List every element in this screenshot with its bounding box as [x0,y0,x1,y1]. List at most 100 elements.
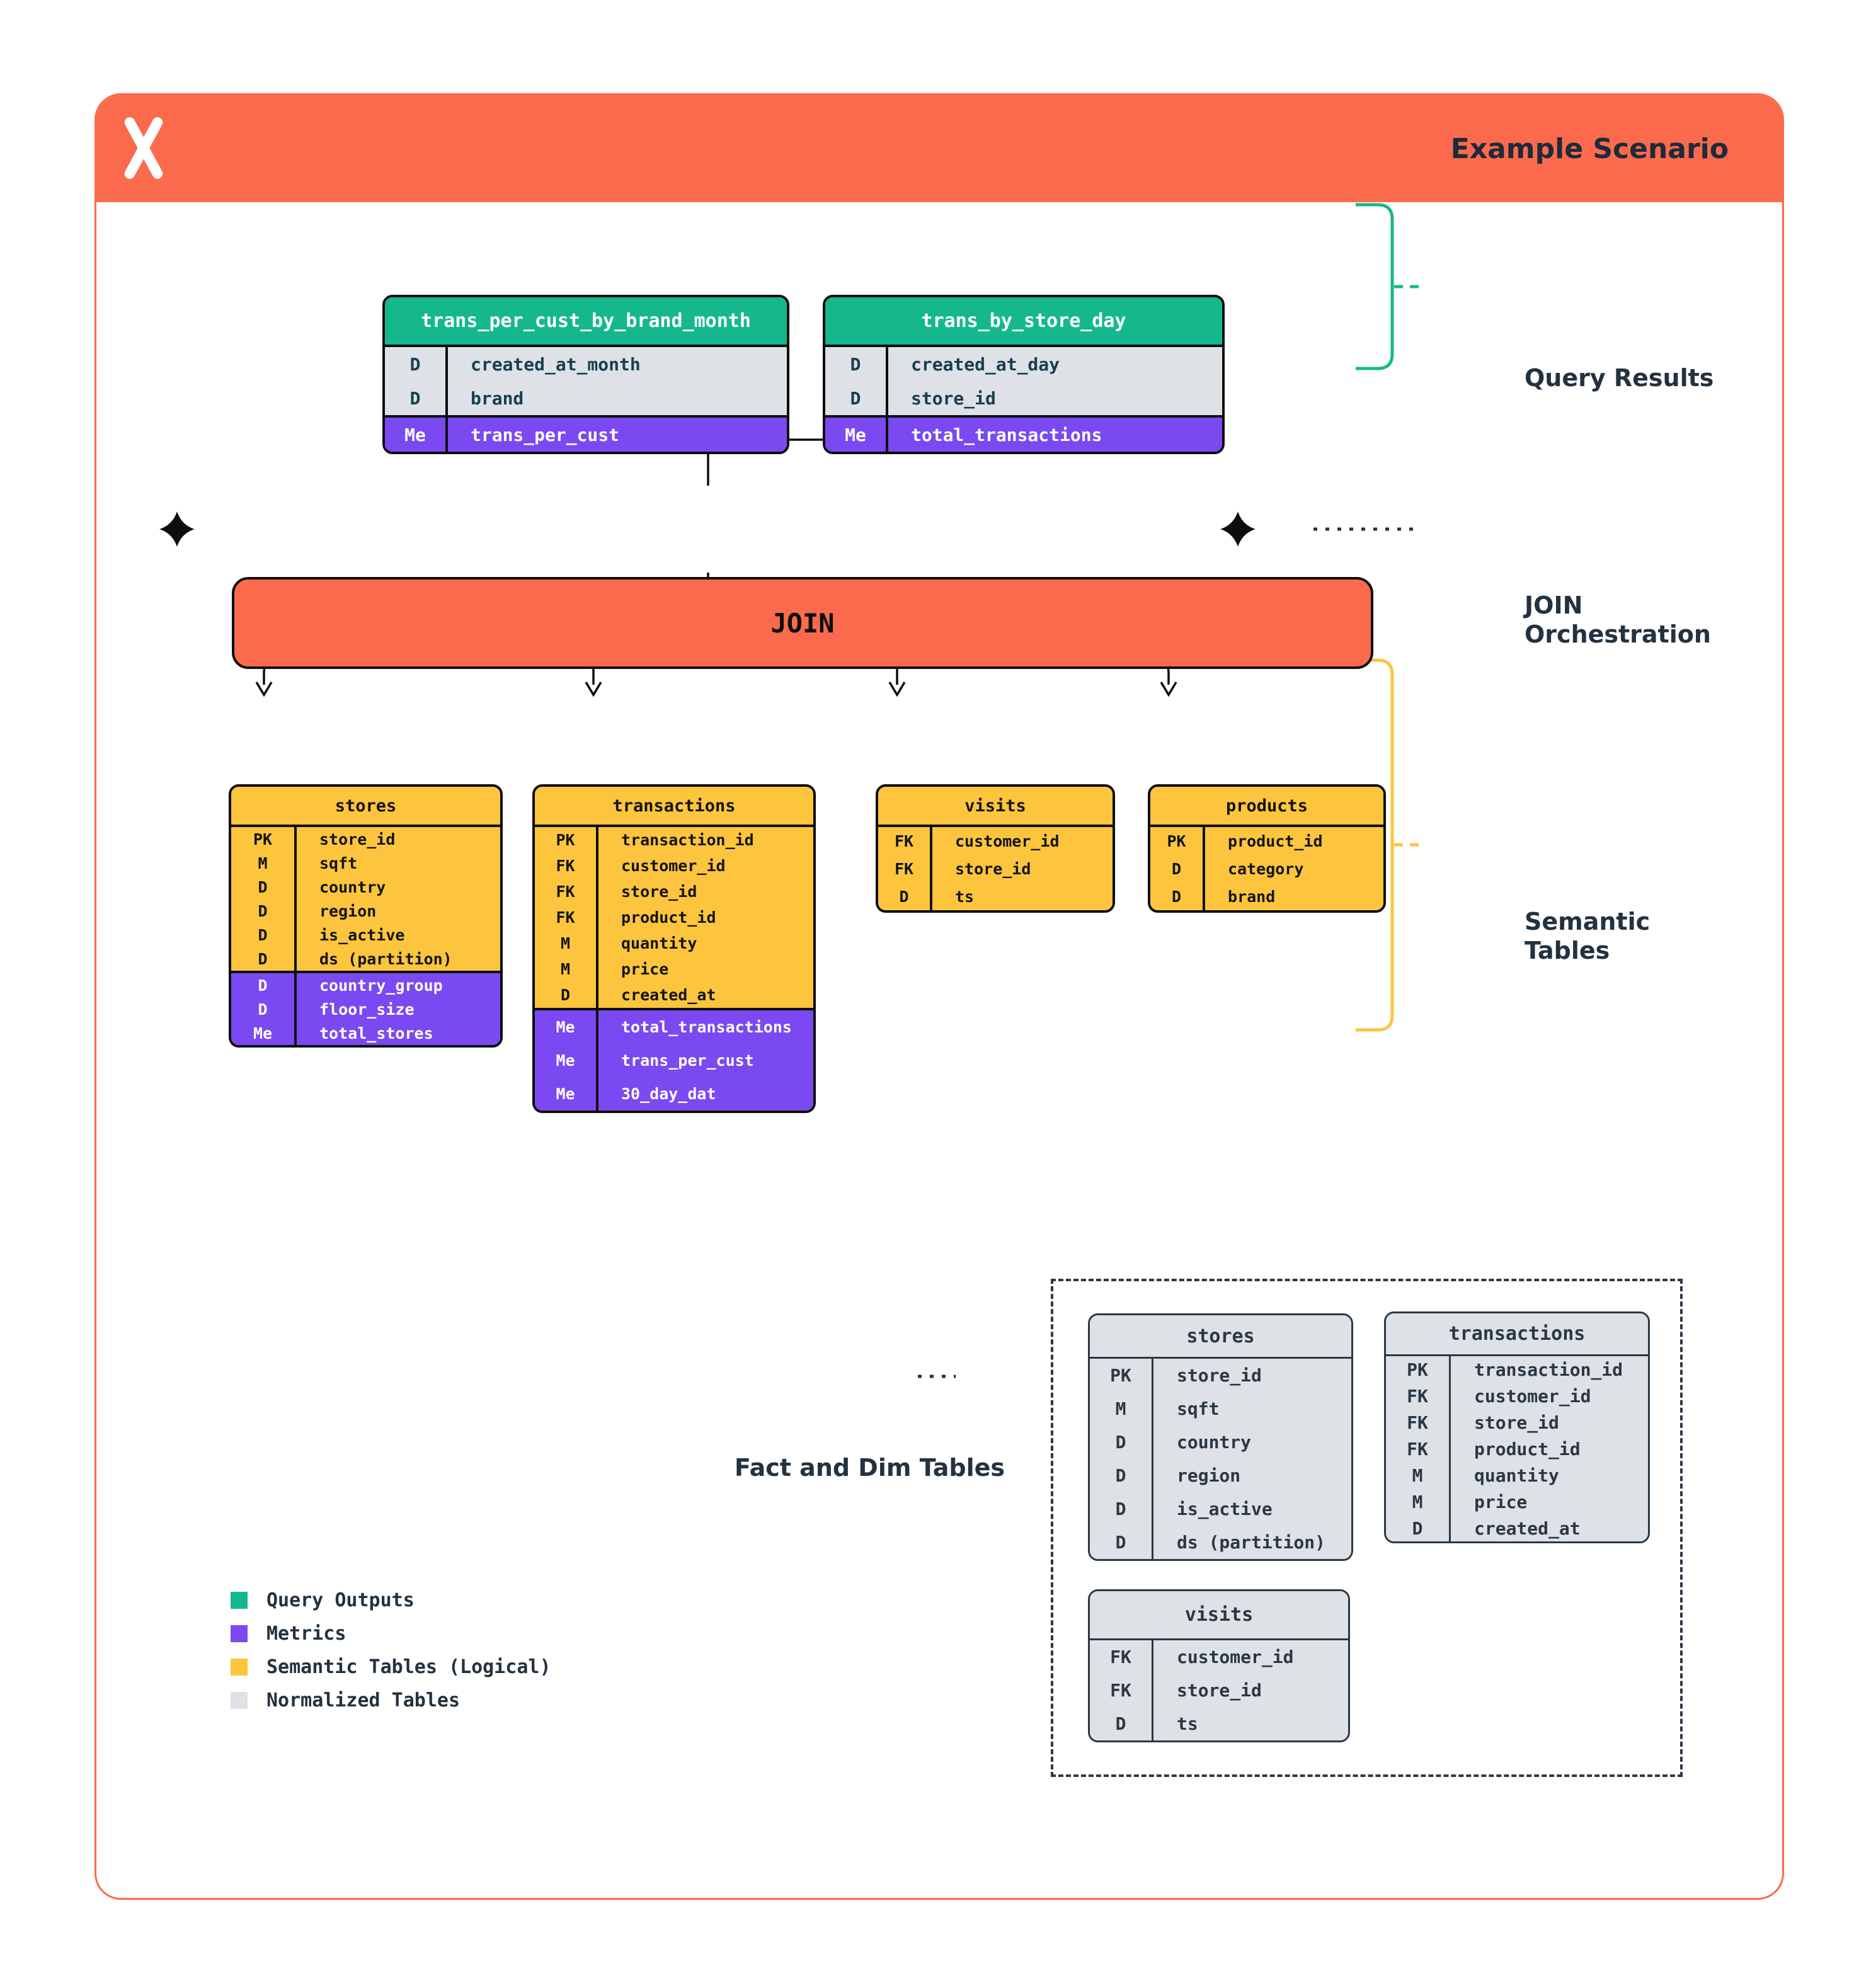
legend-label: Semantic Tables (Logical) [266,1655,551,1678]
legend-item-normalized-tables: Normalized Tables [231,1689,551,1711]
row-name: created_at [1474,1517,1581,1539]
row-name: region [1177,1465,1241,1486]
row-name: store_id [319,830,396,848]
metrics-swatch [231,1625,248,1642]
row-name: country [1177,1432,1252,1453]
legend: Query Outputs Metrics Semantic Tables (L… [231,1589,551,1725]
row-name: price [621,960,669,978]
row-name: sqft [319,854,358,872]
brand-x-logo [124,117,163,179]
row-key: D [1115,1499,1126,1519]
row-name: customer_id [955,831,1060,850]
legend-label: Query Outputs [266,1589,415,1611]
join-orchestration-line1: JOIN [1525,591,1583,619]
join-orchestration-line2: Orchestration [1525,620,1711,648]
row-name: transaction_id [1474,1359,1623,1380]
row-key: D [258,877,268,896]
row-key: PK [1110,1365,1131,1386]
join-orchestration-bar: JOIN [232,577,1373,669]
row-key: D [1115,1432,1126,1453]
row-name: product_id [1228,831,1323,850]
row-key: D [1115,1713,1126,1734]
row-key: D [899,887,909,906]
row-name: quantity [621,934,697,952]
row-name: brand [471,387,524,409]
row-name: region [319,901,377,920]
row-key: FK [556,857,575,875]
page-title: Example Scenario [1450,132,1729,165]
row-name: customer_id [1474,1385,1591,1407]
row-key: D [409,353,421,375]
row-name: trans_per_cust [471,424,620,445]
row-key: FK [894,859,914,878]
row-key: D [560,986,571,1004]
join-label: JOIN [770,607,835,639]
key-column-divider [1152,1359,1153,1559]
row-name: total_stores [319,1024,433,1043]
row-key: D [258,925,268,944]
table-title: stores [1090,1315,1351,1359]
query-outputs-swatch [231,1591,248,1609]
key-column-divider [1203,827,1205,910]
row-key: FK [1110,1647,1131,1667]
join-sparkle-icons [159,511,1256,547]
table-title: visits [878,787,1113,827]
row-key: FK [1407,1385,1428,1407]
row-key: D [258,949,268,968]
row-name: product_id [1474,1438,1581,1460]
row-key: D [258,976,268,995]
normalized-tables-swatch [231,1691,248,1709]
row-key: Me [404,424,426,445]
fact-and-dim-tables-label: Fact and Dim Tables [734,1454,1005,1482]
row-name: is_active [1177,1499,1273,1519]
row-name: is_active [319,925,405,944]
query-results-bracket [1356,203,1394,370]
row-key: FK [1110,1680,1131,1701]
row-key: Me [556,1051,575,1070]
key-column-divider [1152,1640,1153,1740]
semantic-tables-line2: Tables [1525,937,1610,964]
row-name: customer_id [1177,1647,1294,1667]
row-name: 30_day_dat [621,1085,716,1103]
row-name: created_at [621,986,716,1004]
join-orchestration-label: JOIN Orchestration [1525,591,1711,649]
table-row: Me trans_per_cust [385,418,787,452]
key-column-divider [1449,1356,1451,1541]
table-row: FK customer_id [1386,1383,1648,1409]
